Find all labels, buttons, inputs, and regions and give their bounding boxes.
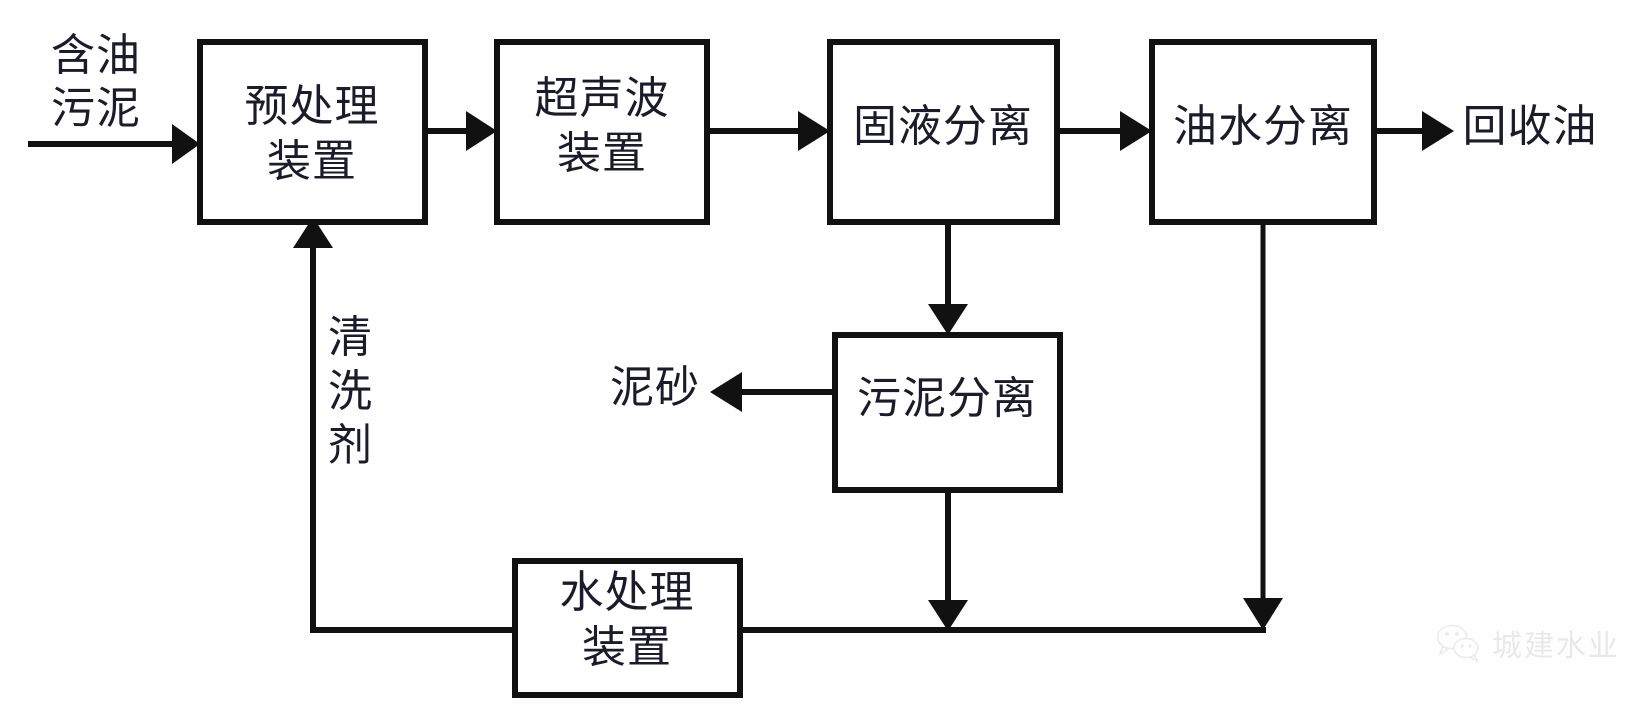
label-feed-input-line1: 含油 (51, 31, 141, 80)
node-ultrasonic-label-line2: 装置 (557, 129, 647, 178)
edge-ultrasonic-to-solid-liquid (707, 111, 830, 151)
edge-solid-liquid-to-oil-water (1057, 111, 1152, 151)
label-cleaning-agent: 清 洗 剂 (328, 313, 372, 470)
node-water-treatment-label-line2: 装置 (582, 623, 672, 672)
node-water-treatment-label-line1: 水处理 (560, 568, 695, 617)
node-ultrasonic-label-line1: 超声波 (535, 74, 670, 123)
edge-sludge-to-silt (710, 372, 835, 412)
label-cleaning-agent-char-1: 清 (328, 313, 372, 362)
label-cleaning-agent-char-2: 洗 (328, 367, 372, 416)
label-feed-input: 含油 污泥 (51, 31, 141, 133)
label-recovered-oil-text: 回收油 (1463, 102, 1598, 151)
edge-feed-to-pretreatment (28, 124, 200, 164)
edge-pretreatment-to-ultrasonic (425, 111, 497, 151)
edge-sludge-to-water-line (928, 490, 968, 631)
label-feed-input-line2: 污泥 (51, 84, 141, 133)
node-pretreatment-label-line2: 装置 (267, 137, 357, 186)
label-silt-sand: 泥砂 (610, 363, 700, 412)
node-oil-water-separation-label: 油水分离 (1173, 102, 1353, 151)
label-cleaning-agent-char-3: 剂 (328, 421, 372, 470)
node-solid-liquid-separation-label: 固液分离 (853, 102, 1033, 151)
node-solid-liquid-separation[interactable]: 固液分离 (827, 39, 1060, 225)
edge-solid-liquid-to-sludge (928, 222, 968, 335)
node-sludge-separation-label: 污泥分离 (857, 374, 1037, 423)
node-sludge-separation[interactable]: 污泥分离 (832, 332, 1063, 493)
node-oil-water-separation[interactable]: 油水分离 (1149, 39, 1377, 225)
edge-oil-water-to-water-line (1243, 222, 1283, 630)
label-recovered-oil: 回收油 (1463, 102, 1598, 151)
node-ultrasonic[interactable]: 超声波 装置 (494, 39, 710, 225)
node-pretreatment[interactable]: 预处理 装置 (197, 39, 428, 225)
label-silt-sand-text: 泥砂 (610, 363, 700, 412)
node-water-treatment[interactable]: 水处理 装置 (512, 558, 743, 698)
edge-water-treatment-to-pretreatment (293, 217, 517, 633)
edge-oil-water-to-recovered-oil (1374, 111, 1454, 151)
node-pretreatment-label-line1: 预处理 (245, 82, 380, 131)
